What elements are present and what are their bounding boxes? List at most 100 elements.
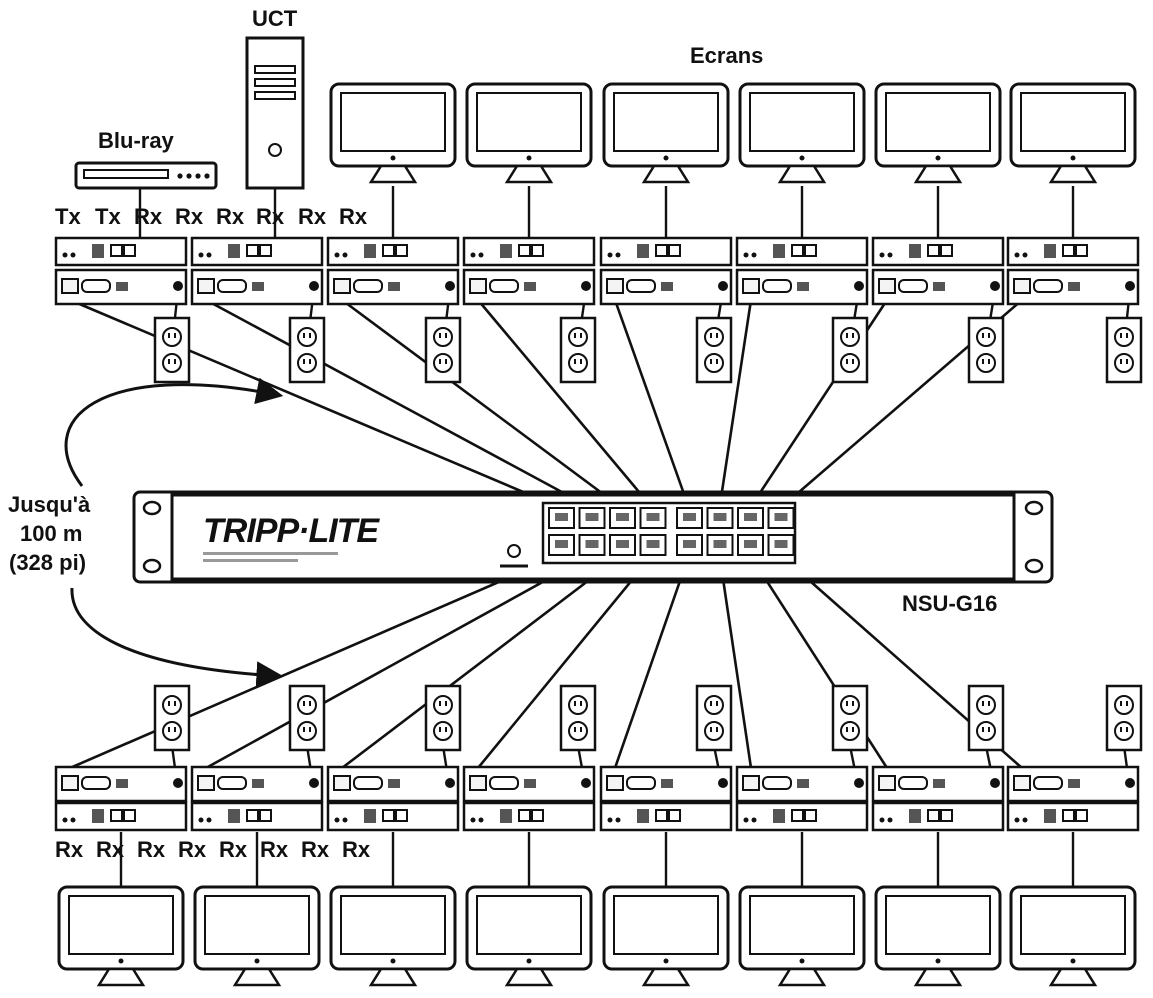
network-switch: TRIPP·LITE — [132, 490, 1054, 584]
uct-label: UCT — [252, 6, 298, 31]
outlet-socket-icon — [297, 327, 317, 347]
indicator-dot-icon — [879, 252, 885, 258]
button-dot-icon — [177, 173, 183, 179]
monitor-display — [68, 895, 174, 955]
monitor-stand — [1048, 967, 1098, 987]
ethernet-port-icon — [1013, 278, 1031, 294]
cable — [69, 553, 562, 770]
audio-port-icon — [791, 244, 804, 257]
audio-port-icon — [1062, 244, 1075, 257]
monitor-screen — [193, 885, 321, 987]
extender-unit — [190, 236, 324, 306]
indicator-dot-icon — [206, 817, 212, 823]
button-dot-icon — [186, 173, 192, 179]
extender-sub-panel — [190, 801, 324, 832]
outlet-socket-icon — [433, 695, 453, 715]
extender-sub-panel — [735, 236, 869, 267]
monitor-led-icon — [663, 155, 669, 161]
monitor-led-icon — [1070, 155, 1076, 161]
audio-port-icon — [110, 244, 123, 257]
monitor-led-icon — [1070, 958, 1076, 964]
indicator-dot-icon — [70, 817, 76, 823]
audio-port-icon — [655, 809, 668, 822]
indicator-dot-icon — [1022, 252, 1028, 258]
monitor-stand — [368, 967, 418, 987]
power-jack-icon — [718, 281, 728, 291]
vga-port-icon — [489, 279, 519, 293]
power-jack-icon — [581, 281, 591, 291]
indicator-dot-icon — [70, 252, 76, 258]
extender-unit — [599, 765, 733, 832]
power-jack-icon — [581, 778, 591, 788]
outlet-socket-icon — [840, 721, 860, 741]
bottom-role-label: Rx — [260, 837, 289, 862]
audio-port-icon — [927, 809, 940, 822]
usb-port-icon — [500, 244, 512, 258]
distance-label-line-1: Jusqu'à — [8, 492, 91, 517]
extender-sub-panel — [462, 236, 596, 267]
extender-unit — [54, 765, 188, 832]
rack-hole-icon — [142, 500, 162, 516]
ethernet-port-icon — [606, 278, 624, 294]
indicator-dot-icon — [478, 252, 484, 258]
port-jack — [713, 540, 727, 548]
rack-hole-icon — [1024, 500, 1044, 516]
indicator-dot-icon — [62, 817, 68, 823]
outlet-plate — [153, 684, 191, 752]
cable — [476, 554, 654, 769]
power-jack-icon — [309, 281, 319, 291]
hdmi-port-icon — [661, 282, 673, 291]
power-jack-icon — [173, 778, 183, 788]
brand-logo: TRIPP·LITE — [203, 512, 380, 550]
outlet-socket-icon — [840, 327, 860, 347]
power-jack-icon — [990, 778, 1000, 788]
audio-port-icon — [246, 809, 259, 822]
distance-arrow-down — [70, 587, 284, 689]
vga-port-icon — [762, 279, 792, 293]
hdmi-port-icon — [116, 779, 128, 788]
cable — [341, 553, 623, 770]
audio-port-icon — [1075, 809, 1088, 822]
indicator-dot-icon — [1014, 817, 1020, 823]
power-outlet — [559, 316, 597, 384]
top-role-label: Tx — [55, 204, 81, 229]
drive-bay — [254, 65, 296, 74]
usb-port-icon — [92, 244, 104, 258]
outlet-socket-icon — [704, 721, 724, 741]
bottom-role-label: Rx — [342, 837, 371, 862]
monitor-screen — [1009, 885, 1137, 987]
power-led-icon — [507, 544, 521, 558]
ethernet-port-icon — [878, 278, 896, 294]
ethernet-port-icon — [333, 775, 351, 791]
outlet-socket-icon — [433, 327, 453, 347]
hdmi-port-icon — [388, 779, 400, 788]
top-role-label: Rx — [216, 204, 245, 229]
monitor-stand — [777, 164, 827, 184]
power-jack-icon — [445, 778, 455, 788]
vga-port-icon — [81, 776, 111, 790]
ethernet-port-icon — [61, 775, 79, 791]
power-jack-icon — [1125, 281, 1135, 291]
audio-port-icon — [668, 809, 681, 822]
tower-body — [245, 36, 305, 190]
monitor-display — [476, 92, 582, 152]
monitor-stand — [777, 967, 827, 987]
usb-port-icon — [228, 244, 240, 258]
extender-unit — [462, 765, 596, 832]
switch-ports — [548, 507, 795, 556]
outlet-socket-icon — [840, 695, 860, 715]
drive-bay — [254, 78, 296, 87]
hdmi-port-icon — [933, 779, 945, 788]
outlet-socket-icon — [162, 695, 182, 715]
indicator-dot-icon — [615, 817, 621, 823]
ethernet-port-icon — [333, 278, 351, 294]
hdmi-port-icon — [252, 282, 264, 291]
outlet-socket-icon — [297, 353, 317, 373]
power-outlet — [695, 316, 733, 384]
indicator-dot-icon — [607, 817, 613, 823]
power-outlet — [559, 684, 597, 752]
vga-port-icon — [81, 279, 111, 293]
indicator-dot-icon — [62, 252, 68, 258]
vga-port-icon — [1033, 776, 1063, 790]
audio-port-icon — [123, 809, 136, 822]
